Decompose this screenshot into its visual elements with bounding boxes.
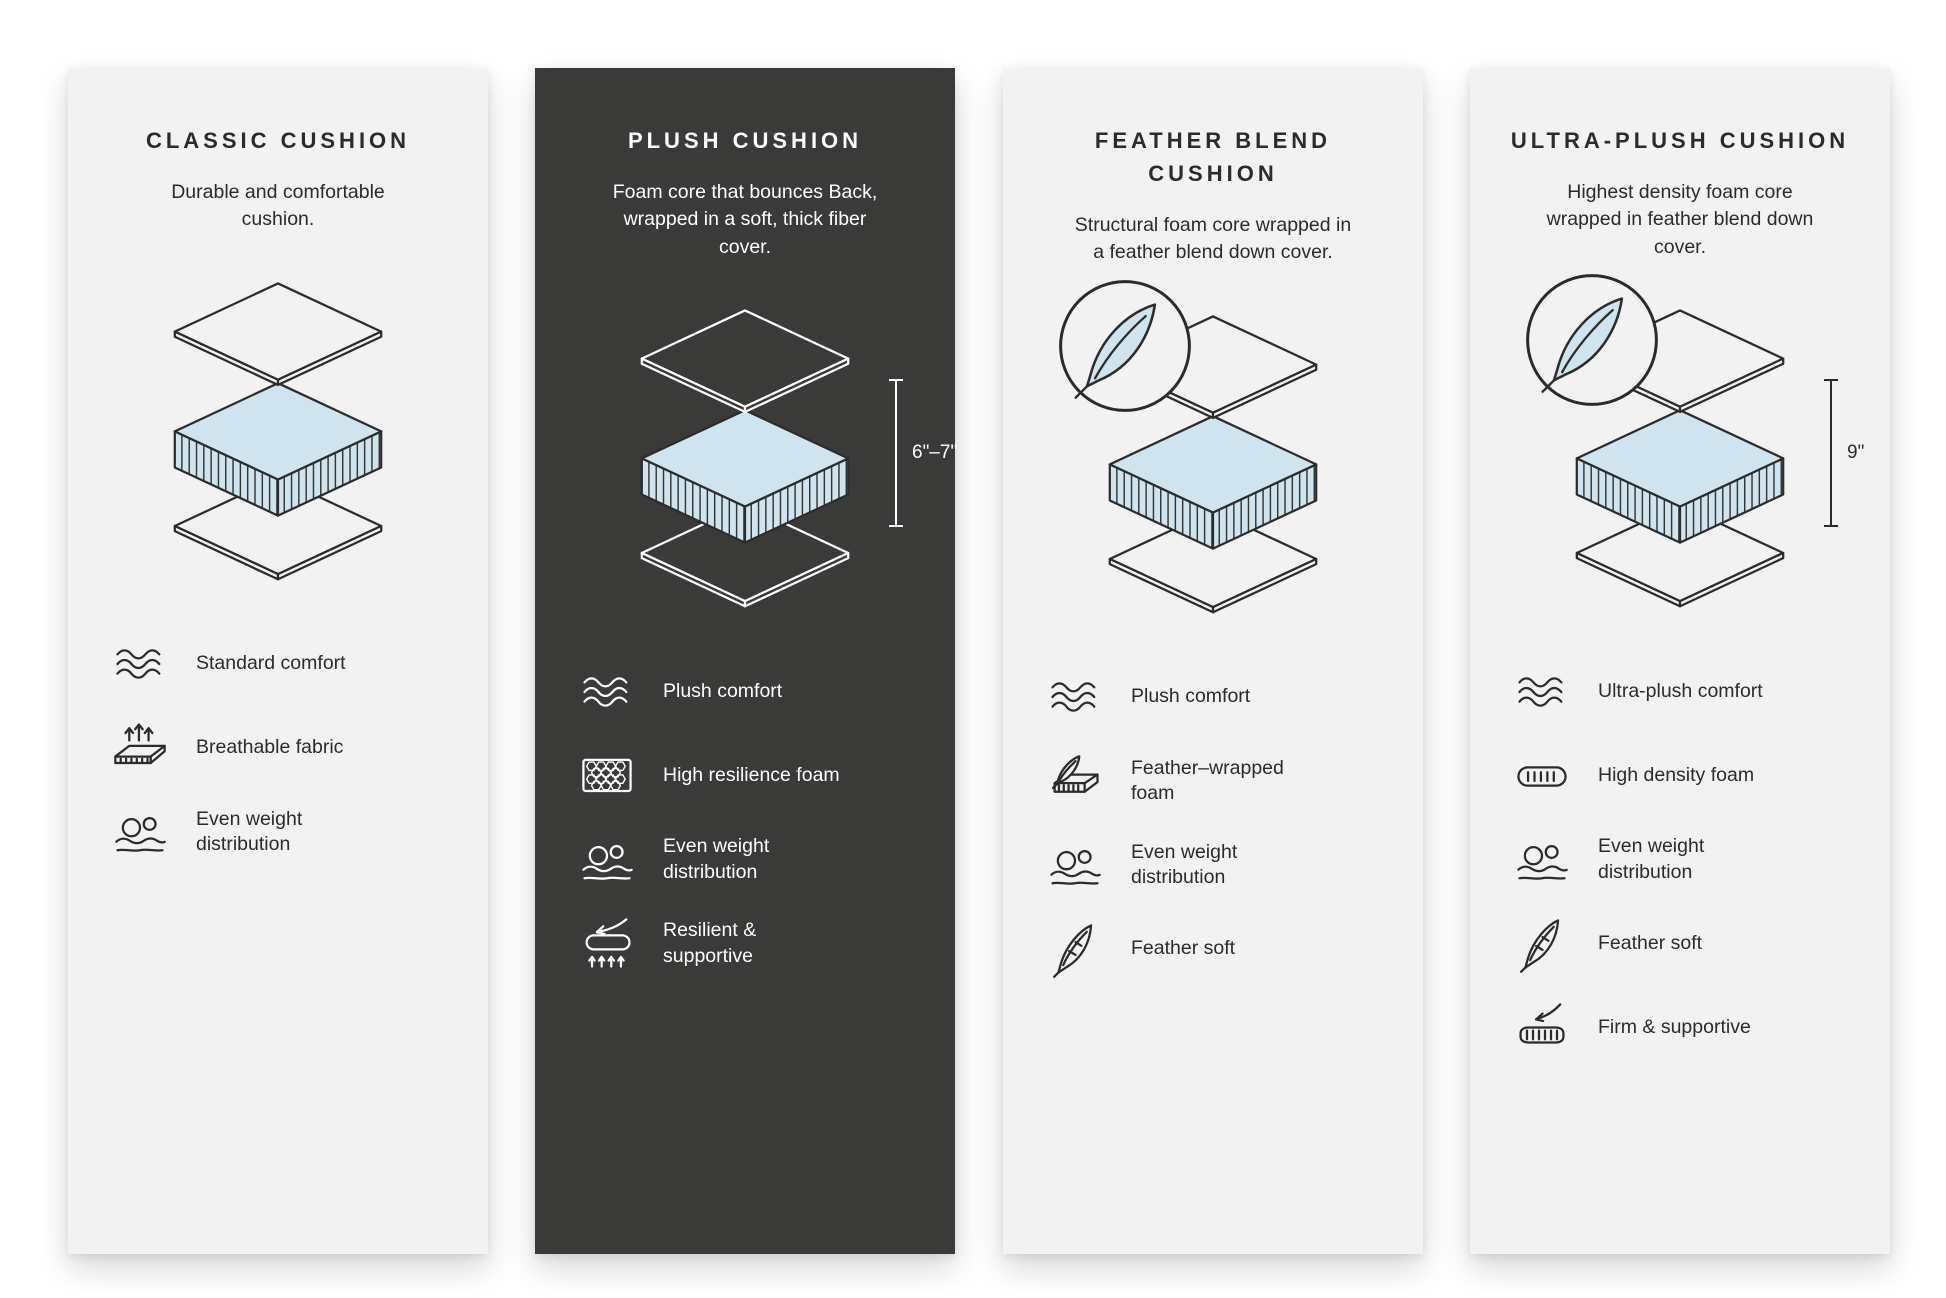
- top-cover-layer: [173, 281, 383, 386]
- panel-description: Structural foam core wrapped in a feathe…: [1074, 214, 1352, 264]
- dimension-marker: 6"–7": [887, 377, 957, 529]
- layered-cushion-diagram: [640, 309, 850, 608]
- comfort-waves-icon: [1045, 667, 1105, 727]
- foam-core-layer: [1575, 408, 1785, 544]
- panel-title: ULTRA-PLUSH CUSHION: [1510, 128, 1850, 153]
- cushion-illustration: [149, 280, 407, 583]
- plush-cushion-panel: PLUSH CUSHION Foam core that bounces Bac…: [535, 68, 957, 1254]
- comfort-waves-icon: [1512, 662, 1572, 722]
- feature-row: Feather soft: [1045, 919, 1423, 979]
- feature-label: Even weight distribution: [663, 834, 770, 883]
- cushion-illustration: 6"–7": [616, 307, 957, 610]
- dimension-line: [889, 378, 903, 527]
- foam-core-layer: [1108, 414, 1318, 550]
- feature-label: Feather–wrapped foam: [1131, 756, 1284, 805]
- feature-row: Resilient & supportive: [577, 914, 955, 974]
- feature-row: Even weight distribution: [1045, 835, 1423, 895]
- panel-description: Foam core that bounces Back, wrapped in …: [612, 181, 878, 258]
- panel-title: PLUSH CUSHION: [627, 128, 863, 153]
- resilient-supportive-icon: [577, 914, 637, 974]
- weight-distribution-icon: [110, 802, 170, 862]
- feature-label: Plush comfort: [663, 679, 783, 702]
- ultra-plush-cushion-panel: ULTRA-PLUSH CUSHION Highest density foam…: [1470, 68, 1890, 1254]
- feather-badge: [1056, 277, 1194, 415]
- feature-label: Plush comfort: [1131, 685, 1251, 708]
- dimension-marker: 9": [1822, 377, 1864, 529]
- top-cover-layer: [640, 309, 850, 413]
- feature-label: High density foam: [1598, 763, 1755, 786]
- feature-label: High resilience foam: [663, 763, 840, 786]
- feature-list: Plush comfort Feather–wrapped foam: [1045, 667, 1423, 979]
- feature-label: Ultra-plush comfort: [1598, 679, 1763, 702]
- feature-row: High resilience foam: [577, 746, 955, 806]
- feature-label: Breathable fabric: [196, 736, 344, 759]
- high-density-foam-icon: [1512, 746, 1572, 806]
- foam-core-layer: [640, 408, 850, 544]
- feature-row: Plush comfort: [577, 662, 955, 722]
- feature-row: Plush comfort: [1045, 667, 1423, 727]
- layered-cushion-diagram: [173, 281, 383, 580]
- dimension-line: [1824, 378, 1838, 527]
- bottom-cover-layer: [640, 503, 850, 608]
- feather-blend-cushion-panel: FEATHER BLEND CUSHION Structural foam co…: [1003, 68, 1423, 1254]
- feature-list: Ultra-plush comfort High density foam: [1512, 662, 1890, 1058]
- feature-list: Plush comfort High resilience foam: [577, 662, 955, 974]
- bottom-cover-layer: [1108, 509, 1318, 613]
- feature-list: Standard comfort Breathable fabric: [110, 634, 488, 862]
- panel-description: Highest density foam core wrapped in fea…: [1546, 181, 1814, 258]
- classic-cushion-panel: CLASSIC CUSHION Durable and comfortable …: [68, 68, 488, 1254]
- panel-title: CLASSIC CUSHION: [145, 128, 411, 153]
- feather-badge-icon: [1526, 273, 1658, 406]
- feature-row: Breathable fabric: [110, 718, 488, 778]
- bottom-cover-layer: [173, 476, 383, 580]
- feature-label: Even weight distribution: [196, 807, 303, 856]
- feather-badge-icon: [1059, 279, 1191, 412]
- feature-label: Feather soft: [1131, 937, 1236, 960]
- cushion-illustration: 9": [1526, 273, 1864, 610]
- feature-row: High density foam: [1512, 746, 1890, 806]
- weight-distribution-icon: [1512, 830, 1572, 890]
- foam-core-layer: [173, 381, 383, 517]
- feather-soft-icon: [1045, 919, 1105, 979]
- feather-soft-icon: [1512, 914, 1572, 974]
- feature-row: Standard comfort: [110, 634, 488, 694]
- weight-distribution-icon: [577, 830, 637, 890]
- feature-row: Even weight distribution: [110, 802, 488, 862]
- feature-row: Feather soft: [1512, 914, 1890, 974]
- weight-distribution-icon: [1045, 835, 1105, 895]
- dimension-label: 6"–7": [912, 441, 958, 463]
- feather-wrapped-foam-icon: [1045, 751, 1105, 811]
- feature-row: Feather–wrapped foam: [1045, 751, 1423, 811]
- feature-label: Firm & supportive: [1598, 1015, 1751, 1038]
- panel-description: Durable and comfortable cushion.: [171, 181, 385, 231]
- feature-row: Even weight distribution: [1512, 830, 1890, 890]
- comfort-waves-icon: [110, 634, 170, 694]
- feature-row: Ultra-plush comfort: [1512, 662, 1890, 722]
- feature-row: Even weight distribution: [577, 830, 955, 890]
- feature-label: Resilient & supportive: [663, 918, 757, 967]
- bottom-cover-layer: [1575, 503, 1785, 608]
- dimension-label: 9": [1847, 441, 1865, 463]
- cushion-illustration: [1059, 279, 1342, 616]
- feather-badge: [1523, 271, 1661, 409]
- high-resilience-foam-icon: [577, 746, 637, 806]
- firm-supportive-icon: [1512, 998, 1572, 1058]
- feature-row: Firm & supportive: [1512, 998, 1890, 1058]
- panel-title: FEATHER BLEND CUSHION: [1094, 128, 1332, 186]
- feature-label: Even weight distribution: [1131, 840, 1238, 889]
- feature-label: Feather soft: [1598, 931, 1703, 954]
- breathable-fabric-icon: [110, 718, 170, 778]
- feature-label: Standard comfort: [196, 652, 346, 675]
- comfort-waves-icon: [577, 662, 637, 722]
- feature-label: Even weight distribution: [1598, 834, 1705, 883]
